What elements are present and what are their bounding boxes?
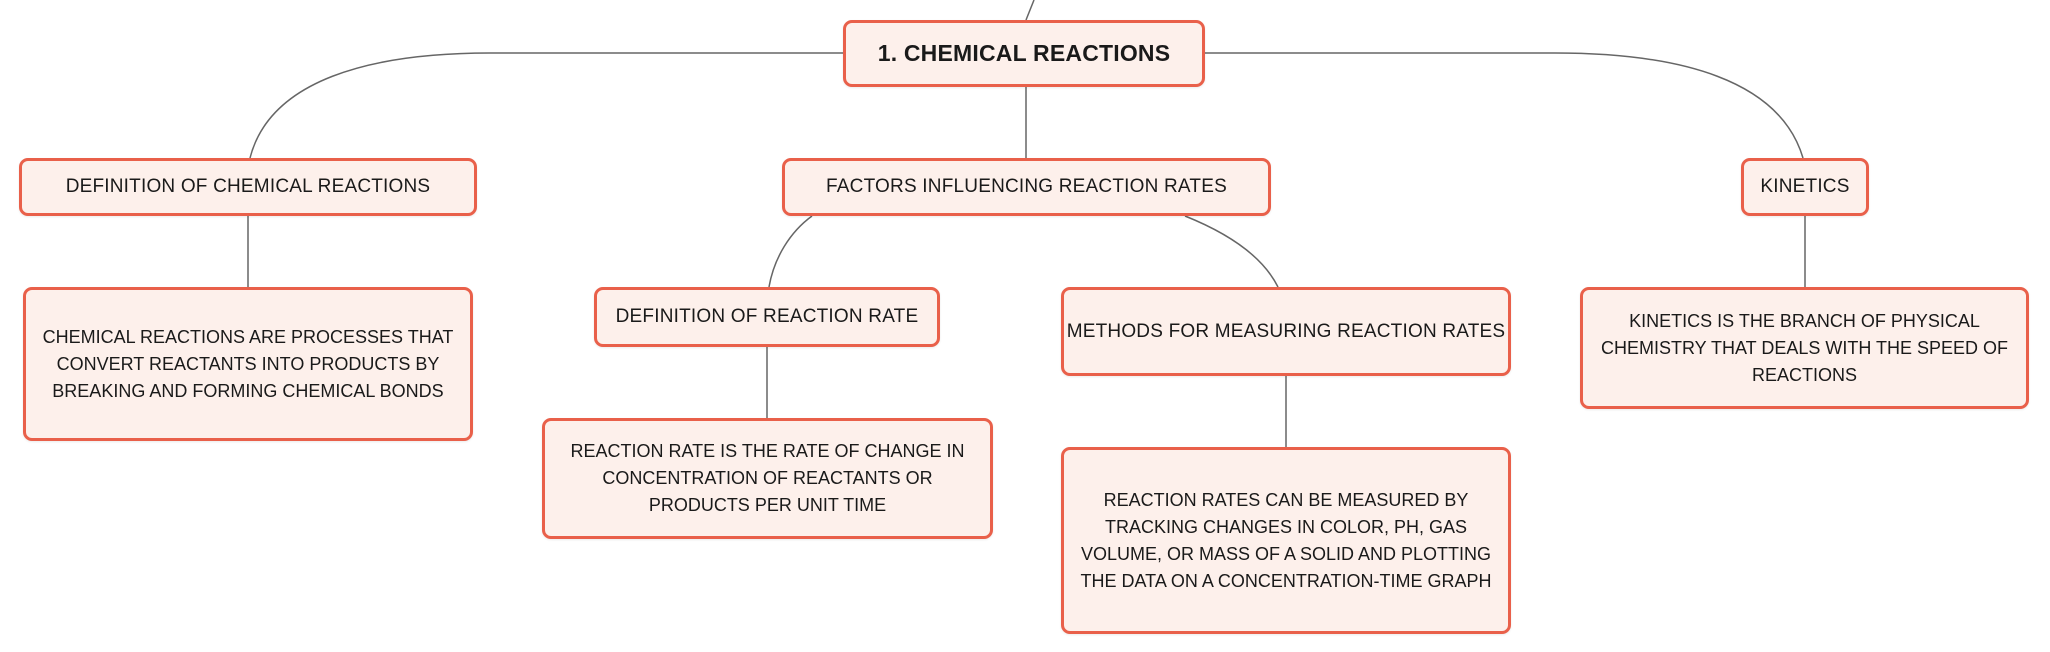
rate-definition-node[interactable]: DEFINITION OF REACTION RATE	[594, 287, 940, 347]
kinetics-detail-text: KINETICS IS THE BRANCH OF PHYSICAL CHEMI…	[1600, 310, 2009, 385]
connector-factors-to-measuring	[1184, 215, 1279, 288]
definition-detail-node[interactable]: CHEMICAL REACTIONS ARE PROCESSES THAT CO…	[23, 287, 473, 441]
measuring-node[interactable]: METHODS FOR MEASURING REACTION RATES	[1061, 287, 1511, 376]
connector-root-to-definition	[249, 52, 843, 159]
factors-node-label: FACTORS INFLUENCING REACTION RATES	[826, 176, 1227, 197]
measuring-detail-node[interactable]: REACTION RATES CAN BE MEASURED BY TRACKI…	[1061, 447, 1511, 634]
rate-definition-detail-text: REACTION RATE IS THE RATE OF CHANGE IN C…	[570, 441, 965, 515]
root-node[interactable]: 1. CHEMICAL REACTIONS	[843, 20, 1205, 87]
rate-definition-node-label: DEFINITION OF REACTION RATE	[615, 306, 919, 327]
measuring-detail-text: REACTION RATES CAN BE MEASURED BY TRACKI…	[1080, 489, 1492, 591]
kinetics-detail-node[interactable]: KINETICS IS THE BRANCH OF PHYSICAL CHEMI…	[1580, 287, 2029, 409]
connector-root-to-kinetics	[1205, 52, 1804, 159]
definition-node[interactable]: DEFINITION OF CHEMICAL REACTIONS	[19, 158, 477, 216]
kinetics-node-label: KINETICS	[1760, 176, 1850, 197]
definition-detail-text: CHEMICAL REACTIONS ARE PROCESSES THAT CO…	[42, 326, 454, 401]
definition-node-label: DEFINITION OF CHEMICAL REACTIONS	[65, 176, 431, 197]
measuring-node-label: METHODS FOR MEASURING REACTION RATES	[1066, 320, 1506, 342]
kinetics-node[interactable]: KINETICS	[1741, 158, 1869, 216]
rate-definition-detail-node[interactable]: REACTION RATE IS THE RATE OF CHANGE IN C…	[542, 418, 993, 539]
root-node-label: 1. CHEMICAL REACTIONS	[877, 40, 1171, 66]
factors-node[interactable]: FACTORS INFLUENCING REACTION RATES	[782, 158, 1271, 216]
connector-factors-to-rate-definition	[768, 215, 813, 288]
connector-parent-to-root	[1025, 0, 1035, 21]
